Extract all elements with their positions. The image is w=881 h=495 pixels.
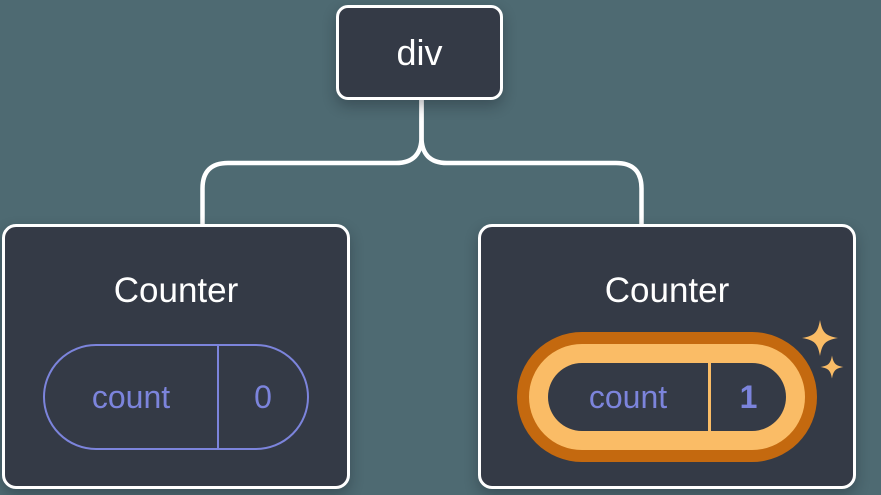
root-node-label: div: [396, 31, 443, 73]
counter-node-right: Counter count 1: [478, 224, 856, 489]
state-value: 0: [254, 378, 272, 415]
root-node: div: [336, 5, 503, 100]
state-pill-highlighted: count 1: [548, 363, 786, 431]
state-pill: count 0: [43, 344, 309, 450]
state-value: 1: [739, 378, 758, 415]
state-key: count: [548, 363, 711, 431]
state-pill-highlight-ring: count 1: [517, 332, 817, 462]
state-pill-highlight-ring-inner: count 1: [529, 344, 805, 450]
counter-node-left: Counter count 0: [2, 224, 350, 489]
node-title: Counter: [113, 271, 239, 310]
node-title: Counter: [604, 271, 730, 310]
state-key: count: [45, 346, 219, 448]
